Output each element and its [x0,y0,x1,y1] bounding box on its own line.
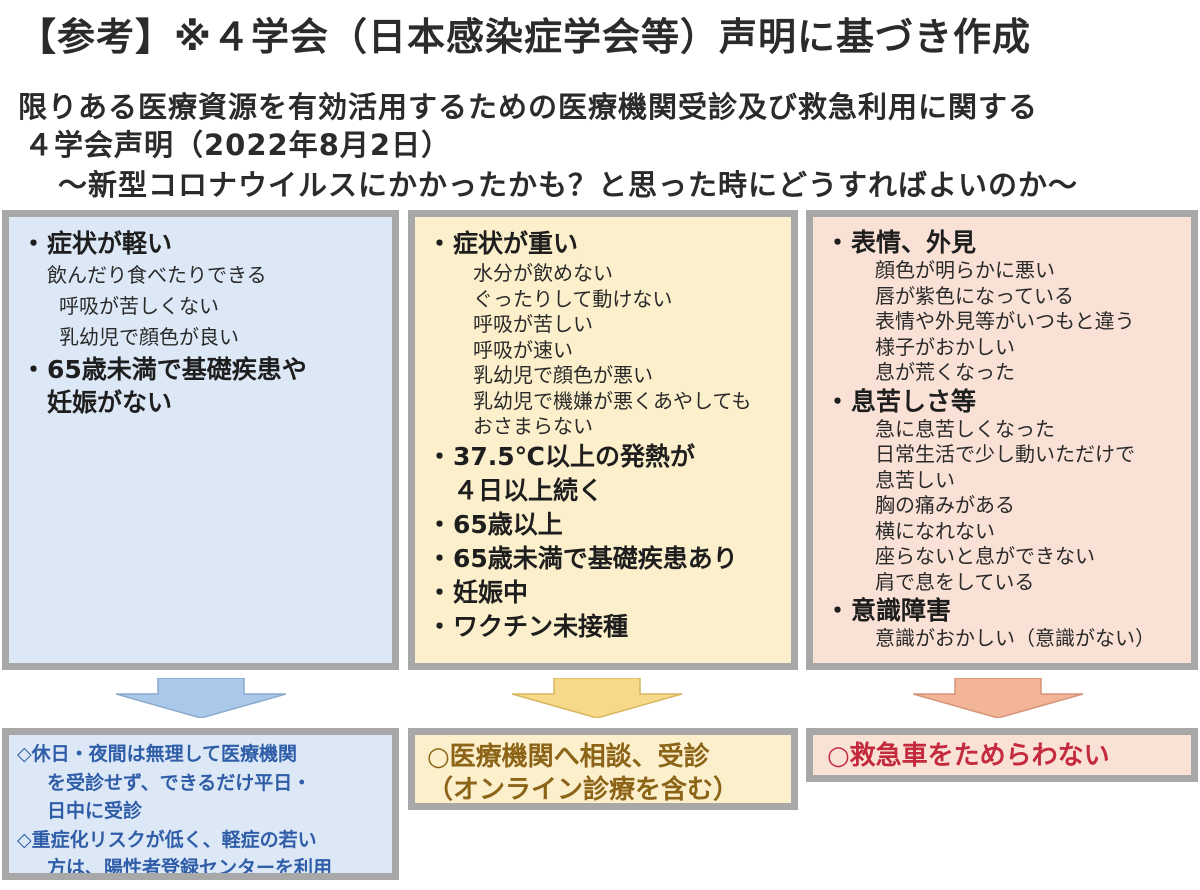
bullet-heading: ・症状が重い [427,227,791,261]
bullet-text: 妊娠がない [47,388,173,417]
action-line: を受診せず、できるだけ平日・ [47,771,312,794]
sub-item: 呼吸が苦しい [473,312,593,336]
bullet-heading: ・症状が軽い [21,227,392,260]
action-line: （オンライン診療を含む） [427,775,740,805]
bullet-text: 症状が重い [453,229,579,258]
severe-action-box: ○医療機関へ相談、受診（オンライン診療を含む） [408,728,798,810]
emergency-symptoms-list: ・表情、外見顔色が明らかに悪い唇が紫色になっている表情や外見等がいつもと違う様子… [813,217,1191,652]
bullet-marker: ・ [21,355,47,384]
mild-symptoms-box: ・症状が軽い飲んだり食べたりできる呼吸が苦しくない乳幼児で顔色が良い・65歳未満… [2,210,399,670]
bullet-marker: ・ [427,577,453,607]
subtitle-line-3: ～新型コロナウイルスにかかったかも？と思った時にどうすればよいのか～ [58,168,1079,202]
action-line: ◇重症化リスクが低く、軽症の若い [17,828,317,851]
bullet-heading: ・ワクチン未接種 [427,610,791,644]
bullet-heading: ・65歳未満で基礎疾患あり [427,542,791,576]
bullet-text: ４日以上続く [453,475,604,505]
bullet-text: 65歳以上 [453,509,563,539]
sub-item: ぐったりして動けない [473,286,673,311]
bullet-text: 意識障害 [851,596,952,625]
bullet-heading: ・65歳以上 [427,508,791,542]
bullet-text: 妊娠中 [453,577,529,607]
sub-item: 座らないと息ができない [875,544,1095,568]
bullet-heading: ４日以上続く [427,474,791,508]
bullet-marker: ・ [21,229,47,258]
sub-item: 意識がおかしい（意識がない） [875,626,1155,650]
sub-item: 横になれない [875,518,995,543]
bullet-heading: 妊娠がない [21,386,392,419]
sub-item: 胸の痛みがある [875,493,1015,517]
bullet-text: 息苦しさ等 [851,386,977,416]
page-title: 【参考】※４学会（日本感染症学会等）声明に基づき作成 [18,15,1031,59]
subtitle-line-1: 限りある医療資源を有効活用するための医療機関受診及び救急利用に関する [18,90,1039,124]
bullet-heading: ・65歳未満で基礎疾患や [21,353,392,386]
emergency-action-text: ○救急車をためらわない [813,735,1191,773]
bullet-heading: ・息苦しさ等 [825,386,1191,417]
sub-item: 肩で息をしている [875,569,1035,594]
bullet-heading: ・表情、外見 [825,227,1191,258]
action-line: ○医療機関へ相談、受診 [427,742,710,772]
bullet-text: 症状が軽い [47,229,173,258]
sub-item: 唇が紫色になっている [875,283,1074,308]
down-arrow-yellow-icon [512,678,682,718]
bullet-marker: ・ [825,386,851,416]
bullet-heading: ・妊娠中 [427,576,791,610]
sub-item: おさまらない [473,414,593,438]
bullet-text: 65歳未満で基礎疾患や [47,355,307,384]
emergency-action-box: ○救急車をためらわない [806,728,1198,782]
bullet-marker: ・ [427,611,453,641]
bullet-text: 65歳未満で基礎疾患あり [453,543,738,573]
sub-item: 呼吸が速い [473,337,573,362]
action-line: 日中に受診 [47,800,143,822]
bullet-marker: ・ [825,596,851,625]
bullet-marker: ・ [825,228,851,257]
action-line: ○救急車をためらわない [827,741,1110,771]
sub-item: 様子がおかしい [875,334,1015,359]
severe-symptoms-box: ・症状が重い水分が飲めないぐったりして動けない呼吸が苦しい呼吸が速い乳幼児で顔色… [408,210,798,670]
severe-symptoms-list: ・症状が重い水分が飲めないぐったりして動けない呼吸が苦しい呼吸が速い乳幼児で顔色… [415,217,791,644]
sub-item: 水分が飲めない [473,261,613,285]
bullet-marker: ・ [427,543,453,573]
down-arrow-blue-icon [116,678,286,718]
mild-action-box: ◇休日・夜間は無理して医療機関を受診せず、できるだけ平日・日中に受診 ◇重症化リス… [2,728,399,880]
bullet-text: ワクチン未接種 [453,611,629,641]
sub-item: 息苦しい [875,467,955,492]
sub-item: 急に息苦しくなった [875,416,1055,441]
sub-item: 乳幼児で顔色が悪い [473,363,653,387]
down-arrow-red-icon [913,678,1083,718]
sub-item: 飲んだり食べたりできる [47,263,267,287]
sub-item: 日常生活で少し動いただけで [875,442,1135,466]
bullet-text: 37.5℃以上の発熱が [453,441,695,471]
mild-action-text: ◇休日・夜間は無理して医療機関を受診せず、できるだけ平日・日中に受診 ◇重症化リス… [9,735,392,879]
subtitle-line-2: ４学会声明（2022年8月2日） [24,128,452,162]
sub-item: 呼吸が苦しくない [59,294,219,318]
sub-item: 乳幼児で顔色が良い [59,325,239,349]
action-line: ◇休日・夜間は無理して医療機関 [17,743,298,765]
sub-item: 表情や外見等がいつもと違う [875,309,1135,333]
severe-action-text: ○医療機関へ相談、受診（オンライン診療を含む） [415,735,791,805]
sub-item: 乳幼児で機嫌が悪くあやしても [473,388,752,413]
mild-symptoms-list: ・症状が軽い飲んだり食べたりできる呼吸が苦しくない乳幼児で顔色が良い・65歳未満… [9,217,392,419]
bullet-marker: ・ [427,509,453,539]
bullet-marker: ・ [427,441,453,471]
sub-item: 息が荒くなった [875,360,1015,384]
bullet-text: 表情、外見 [851,228,977,257]
sub-item: 顔色が明らかに悪い [875,258,1055,282]
bullet-marker: ・ [427,229,453,258]
emergency-symptoms-box: ・表情、外見顔色が明らかに悪い唇が紫色になっている表情や外見等がいつもと違う様子… [806,210,1198,670]
bullet-heading: ・意識障害 [825,595,1191,626]
bullet-heading: ・37.5℃以上の発熱が [427,440,791,474]
action-line: 方は、陽性者登録センターを利用 [47,857,333,879]
